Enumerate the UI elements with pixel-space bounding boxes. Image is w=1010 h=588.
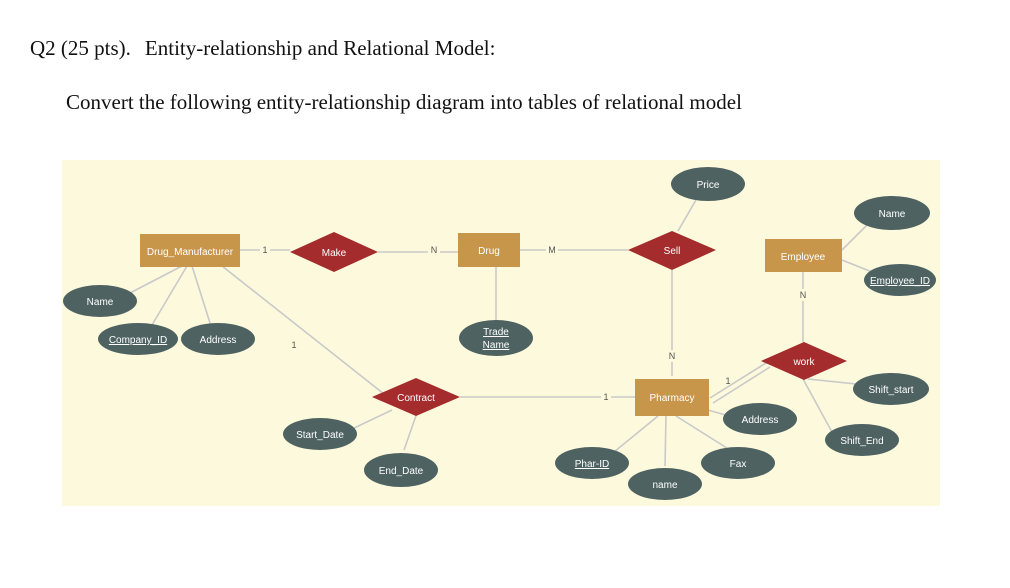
cardinality-work-pharmacy: 1 [725, 376, 730, 386]
entity-employee: Employee [765, 239, 842, 272]
cardinality-manufacturer-make: 1 [262, 245, 267, 255]
attribute-end-date: End_Date [364, 453, 438, 487]
er-diagram-svg: Make Sell work Contract Drug_Manufacture… [63, 167, 936, 500]
attribute-trade-name-line2: Name [483, 340, 510, 351]
attribute-manufacturer-name-label: Name [87, 297, 114, 308]
relationship-make: Make [290, 232, 378, 272]
line-employee-name [841, 223, 869, 251]
relationship-sell: Sell [628, 231, 716, 270]
line-work-pharmacy-b [712, 366, 771, 404]
relationship-contract-label: Contract [397, 393, 435, 404]
entity-drug-manufacturer-label: Drug_Manufacturer [147, 247, 234, 258]
attribute-company-id: Company_ID [98, 323, 178, 355]
entity-drug-manufacturer: Drug_Manufacturer [140, 234, 240, 267]
attribute-trade-name: Trade Name [459, 320, 533, 356]
cardinality-labels: 1 N M N 1 1 N 1 [260, 244, 809, 403]
relationship-work: work [761, 342, 847, 380]
question-title: Entity-relationship and Relational Model… [144, 36, 496, 60]
relationship-contract: Contract [372, 378, 460, 416]
cardinality-drug-sell: M [548, 245, 556, 255]
relationship-work-label: work [792, 357, 815, 368]
attribute-address-label: Address [200, 335, 237, 346]
attribute-pharmacy-address-label: Address [742, 415, 779, 426]
entity-pharmacy: Pharmacy [635, 379, 709, 416]
line-work-pharmacy-a [709, 362, 767, 399]
attribute-trade-name-line1: Trade [483, 327, 509, 338]
attribute-phar-id: Phar-ID [555, 447, 629, 479]
attribute-employee-id-label: Employee_ID [870, 276, 930, 287]
attribute-price-label: Price [697, 180, 720, 191]
attribute-fax: Fax [701, 447, 775, 479]
line-pharmacy-phar-id [613, 415, 659, 453]
line-manufacturer-contract [221, 265, 385, 395]
attribute-shift-end: Shift_End [825, 424, 899, 456]
line-work-shift-end [802, 378, 833, 433]
relationship-sell-label: Sell [664, 246, 681, 257]
question-instruction: Convert the following entity-relationshi… [66, 90, 742, 114]
line-pharmacy-name [664, 415, 667, 467]
attribute-shift-end-label: Shift_End [840, 436, 883, 447]
cardinality-employee-work: N [800, 290, 807, 300]
cardinality-make-drug: N [431, 245, 438, 255]
question-label: Q2 (25 pts). [30, 36, 131, 60]
relationship-make-label: Make [322, 248, 347, 259]
line-pharmacy-fax [675, 415, 731, 451]
line-employee-id [841, 259, 873, 273]
attribute-pharmacy-name-label: name [652, 480, 677, 491]
attribute-fax-label: Fax [730, 459, 747, 470]
entity-drug-label: Drug [478, 246, 500, 257]
line-sell-price [677, 199, 697, 232]
attribute-pharmacy-name: name [628, 468, 702, 500]
attribute-price: Price [671, 167, 745, 201]
attribute-employee-id: Employee_ID [864, 264, 936, 296]
line-manufacturer-company-id [151, 265, 188, 326]
cardinality-manufacturer-contract: 1 [291, 340, 296, 350]
cardinality-contract-pharmacy: 1 [603, 392, 608, 402]
line-work-shift-start [807, 378, 857, 385]
attribute-shift-start-label: Shift_start [868, 385, 913, 396]
er-diagram: Make Sell work Contract Drug_Manufacture… [62, 160, 940, 506]
connector-lines [129, 199, 873, 467]
cardinality-sell-pharmacy: N [669, 351, 676, 361]
line-contract-end-date [403, 409, 419, 451]
entity-drug: Drug [458, 233, 520, 267]
attribute-start-date-label: Start_Date [296, 430, 344, 441]
entity-employee-label: Employee [781, 252, 826, 263]
line-manufacturer-name [129, 265, 183, 294]
attribute-shift-start: Shift_start [853, 373, 929, 405]
line-manufacturer-address [191, 265, 211, 324]
attribute-start-date: Start_Date [283, 418, 357, 450]
entity-pharmacy-label: Pharmacy [649, 393, 694, 404]
line-contract-start-date [351, 409, 393, 430]
attribute-pharmacy-address: Address [723, 403, 797, 435]
attribute-employee-name: Name [854, 196, 930, 230]
attribute-address: Address [181, 323, 255, 355]
attribute-employee-name-label: Name [879, 209, 906, 220]
attribute-end-date-label: End_Date [379, 466, 424, 477]
attribute-manufacturer-name: Name [63, 285, 137, 317]
attribute-company-id-label: Company_ID [109, 335, 167, 346]
question-heading: Q2 (25 pts). Entity-relationship and Rela… [30, 36, 495, 61]
attribute-phar-id-label: Phar-ID [575, 459, 609, 470]
